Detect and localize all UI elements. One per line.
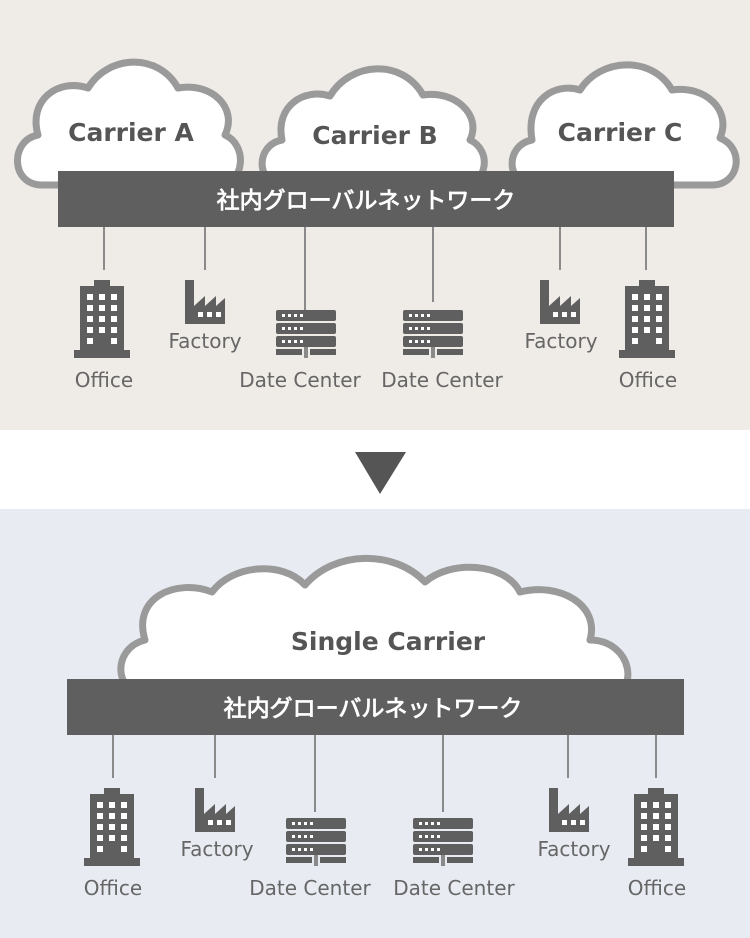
after-node-label-datacenter-2: Date Center bbox=[393, 876, 515, 900]
after-network-bar bbox=[67, 679, 684, 735]
after-node-label-datacenter-1: Date Center bbox=[249, 876, 371, 900]
after-connector-lines bbox=[112, 735, 657, 812]
carrier-c-label: Carrier C bbox=[558, 118, 683, 147]
cloud-icon-carrier-b: Carrier B bbox=[258, 65, 488, 189]
before-network-label: 社内グローバルネットワーク bbox=[217, 187, 516, 214]
carrier-a-label: Carrier A bbox=[68, 118, 194, 147]
before-node-label-office-1: Office bbox=[75, 368, 133, 392]
before-node-label-factory-2: Factory bbox=[524, 329, 597, 353]
carrier-b-label: Carrier B bbox=[312, 121, 438, 150]
after-network-label: 社内グローバルネットワーク bbox=[224, 695, 523, 722]
cloud-icon-carrier-c: Carrier C bbox=[508, 61, 740, 189]
cloud-icon-carrier-a: Carrier A bbox=[14, 58, 244, 189]
server-rack-icon bbox=[403, 310, 463, 358]
after-node-label-office-1: Office bbox=[84, 876, 142, 900]
server-rack-icon bbox=[286, 818, 346, 866]
single-carrier-label: Single Carrier bbox=[291, 627, 486, 656]
office-building-icon bbox=[628, 788, 684, 866]
down-triangle-arrow-icon bbox=[355, 452, 406, 494]
office-building-icon bbox=[84, 788, 140, 866]
cloud-icon-single-carrier: Single Carrier bbox=[117, 554, 632, 699]
before-node-label-office-2: Office bbox=[619, 368, 677, 392]
office-building-icon bbox=[74, 280, 130, 358]
server-rack-icon bbox=[276, 310, 336, 358]
after-node-label-factory-1: Factory bbox=[180, 837, 253, 861]
before-node-label-datacenter-2: Date Center bbox=[381, 368, 503, 392]
after-node-label-office-2: Office bbox=[628, 876, 686, 900]
server-rack-icon bbox=[413, 818, 473, 866]
before-node-label-factory-1: Factory bbox=[168, 329, 241, 353]
after-node-label-factory-2: Factory bbox=[537, 837, 610, 861]
before-network-bar bbox=[58, 171, 674, 227]
office-building-icon bbox=[619, 280, 675, 358]
before-node-label-datacenter-1: Date Center bbox=[239, 368, 361, 392]
before-connector-lines bbox=[103, 227, 647, 310]
